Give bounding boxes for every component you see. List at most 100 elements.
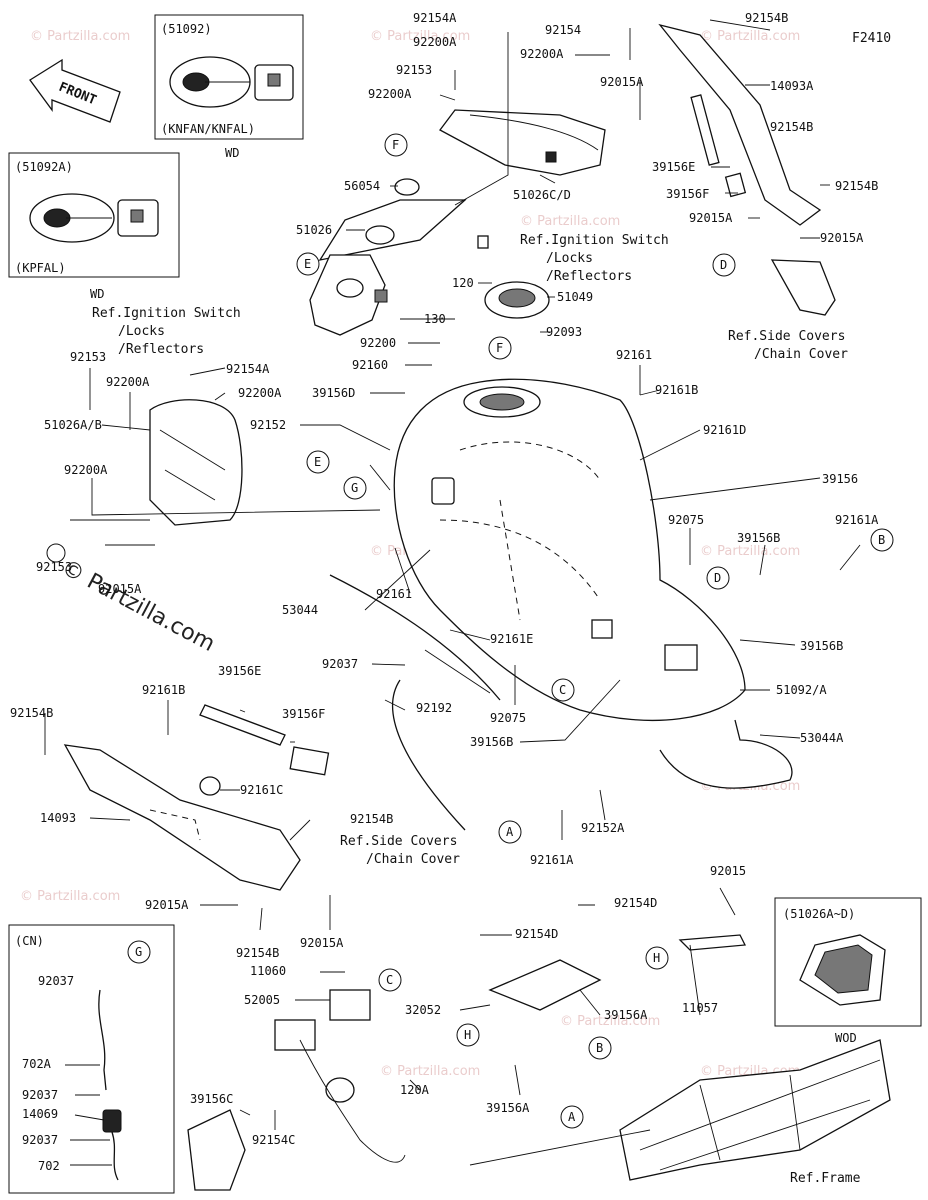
part-label: 120 <box>452 276 474 290</box>
part-label: 92200A <box>106 375 150 389</box>
ref-reflectors: /Reflectors <box>118 342 204 357</box>
part-label: 92192 <box>416 701 452 715</box>
watermark: © Partzilla.com <box>560 1014 660 1029</box>
callout-c: C <box>386 973 393 987</box>
part-label: 39156A <box>604 1008 648 1022</box>
part-label: 92161D <box>703 423 746 437</box>
part-label: 39156D <box>312 386 355 400</box>
callout-d: D <box>714 571 721 585</box>
inset-cn: (CN) <box>8 924 175 1194</box>
part-label: 702 <box>38 1159 60 1173</box>
part-label: 14093 <box>40 811 76 825</box>
part-label: 92161E <box>490 632 533 646</box>
part-label: 92015A <box>820 231 864 245</box>
watermark: © Partzilla.com <box>700 544 800 559</box>
watermark: © Partzilla.com <box>30 29 130 44</box>
part-label: 51092/A <box>776 683 827 697</box>
part-label: 92154A <box>413 11 457 25</box>
ref-locks: /Locks <box>118 324 165 339</box>
callout-b: B <box>878 533 885 547</box>
callout-b: B <box>596 1041 603 1055</box>
part-label: 92161B <box>142 683 185 697</box>
part-label: 92037 <box>322 657 358 671</box>
part-label: 92200 <box>360 336 396 350</box>
part-labels: 92154A 92200A 92154 92200A 92154B 92153 … <box>10 11 879 1173</box>
part-label: 92161C <box>240 783 283 797</box>
callout-a: A <box>568 1110 576 1124</box>
part-label: 51026 <box>296 223 332 237</box>
part-label: 92154D <box>614 896 657 910</box>
callout-h: H <box>653 951 660 965</box>
callout-d: D <box>720 258 727 272</box>
part-label: 92154A <box>226 362 270 376</box>
parts-illustration <box>63 23 891 1191</box>
callout-g: G <box>135 945 142 959</box>
part-label: 92093 <box>546 325 582 339</box>
part-label: 92200A <box>413 35 457 49</box>
part-label: 39156A <box>486 1101 530 1115</box>
part-label: 39156E <box>218 664 261 678</box>
part-label: 92200A <box>520 47 564 61</box>
part-label: 702A <box>22 1057 52 1071</box>
inset-code: (51026A~D) <box>783 907 855 921</box>
part-label: 130 <box>424 312 446 326</box>
callout-g: G <box>351 481 358 495</box>
callout-f: F <box>392 138 399 152</box>
part-label: 92160 <box>352 358 388 372</box>
part-label: 92015 <box>710 864 746 878</box>
callout-e: E <box>314 455 321 469</box>
part-label: 92015A <box>689 211 733 225</box>
callout-circles: F E D F E G B D C A G C H H B A <box>46 133 894 1129</box>
part-label: 92153 <box>70 350 106 364</box>
part-label: 92161A <box>530 853 574 867</box>
inset-variant: (KPFAL) <box>15 261 66 275</box>
ref-chain-cover: /Chain Cover <box>366 852 460 867</box>
part-label: 92154B <box>770 120 813 134</box>
part-label: 92200A <box>238 386 282 400</box>
ref-reflectors: /Reflectors <box>546 269 632 284</box>
part-label: 39156B <box>737 531 780 545</box>
callout-f: F <box>496 341 503 355</box>
part-label: 92075 <box>490 711 526 725</box>
part-label: 39156E <box>652 160 695 174</box>
callout-h: H <box>464 1028 471 1042</box>
part-label: 39156 <box>822 472 858 486</box>
part-label: 52005 <box>244 993 280 1007</box>
inset-note: WD <box>225 146 239 160</box>
part-label: 56054 <box>344 179 380 193</box>
part-label: 39156F <box>282 707 325 721</box>
part-label: 120A <box>400 1083 430 1097</box>
part-label: 53044 <box>282 603 318 617</box>
part-label: 92015A <box>98 582 142 596</box>
callout-c: C <box>559 683 566 697</box>
inset-wd-left: (51092A) (KPFAL) WD <box>8 152 180 301</box>
part-label: 92200A <box>368 87 412 101</box>
part-label: 92154 <box>545 23 581 37</box>
leader-lines <box>44 19 861 1166</box>
inset-variant: (KNFAN/KNFAL) <box>161 122 255 136</box>
part-label: 14093A <box>770 79 814 93</box>
part-label: 92153 <box>36 560 72 574</box>
part-label: 53044A <box>800 731 844 745</box>
part-label: 92161A <box>835 513 879 527</box>
inset-code: (51092A) <box>15 160 73 174</box>
part-label: 92015A <box>600 75 644 89</box>
inset-code: (CN) <box>15 934 44 948</box>
inset-wd-top: (51092) (KNFAN/KNFAL) WD <box>154 14 304 160</box>
ref-ignition: Ref.Ignition Switch <box>92 306 241 321</box>
part-label: 11057 <box>682 1001 718 1015</box>
part-label: 51026C/D <box>513 188 571 202</box>
figure-code: F2410 <box>852 31 891 46</box>
part-label: 92015A <box>300 936 344 950</box>
reference-notes: Ref.Ignition Switch /Locks /Reflectors R… <box>92 233 861 1186</box>
part-label: 92152 <box>250 418 286 432</box>
part-label: 14069 <box>22 1107 58 1121</box>
part-label: 92154B <box>10 706 53 720</box>
watermark: © Partzilla.com <box>370 29 470 44</box>
part-label: 92037 <box>22 1133 58 1147</box>
part-label: 92015A <box>145 898 189 912</box>
watermark: © Partzilla.com <box>700 29 800 44</box>
ref-side-covers: Ref.Side Covers <box>340 834 457 849</box>
part-label: 39156C <box>190 1092 233 1106</box>
part-label: 39156F <box>666 187 709 201</box>
